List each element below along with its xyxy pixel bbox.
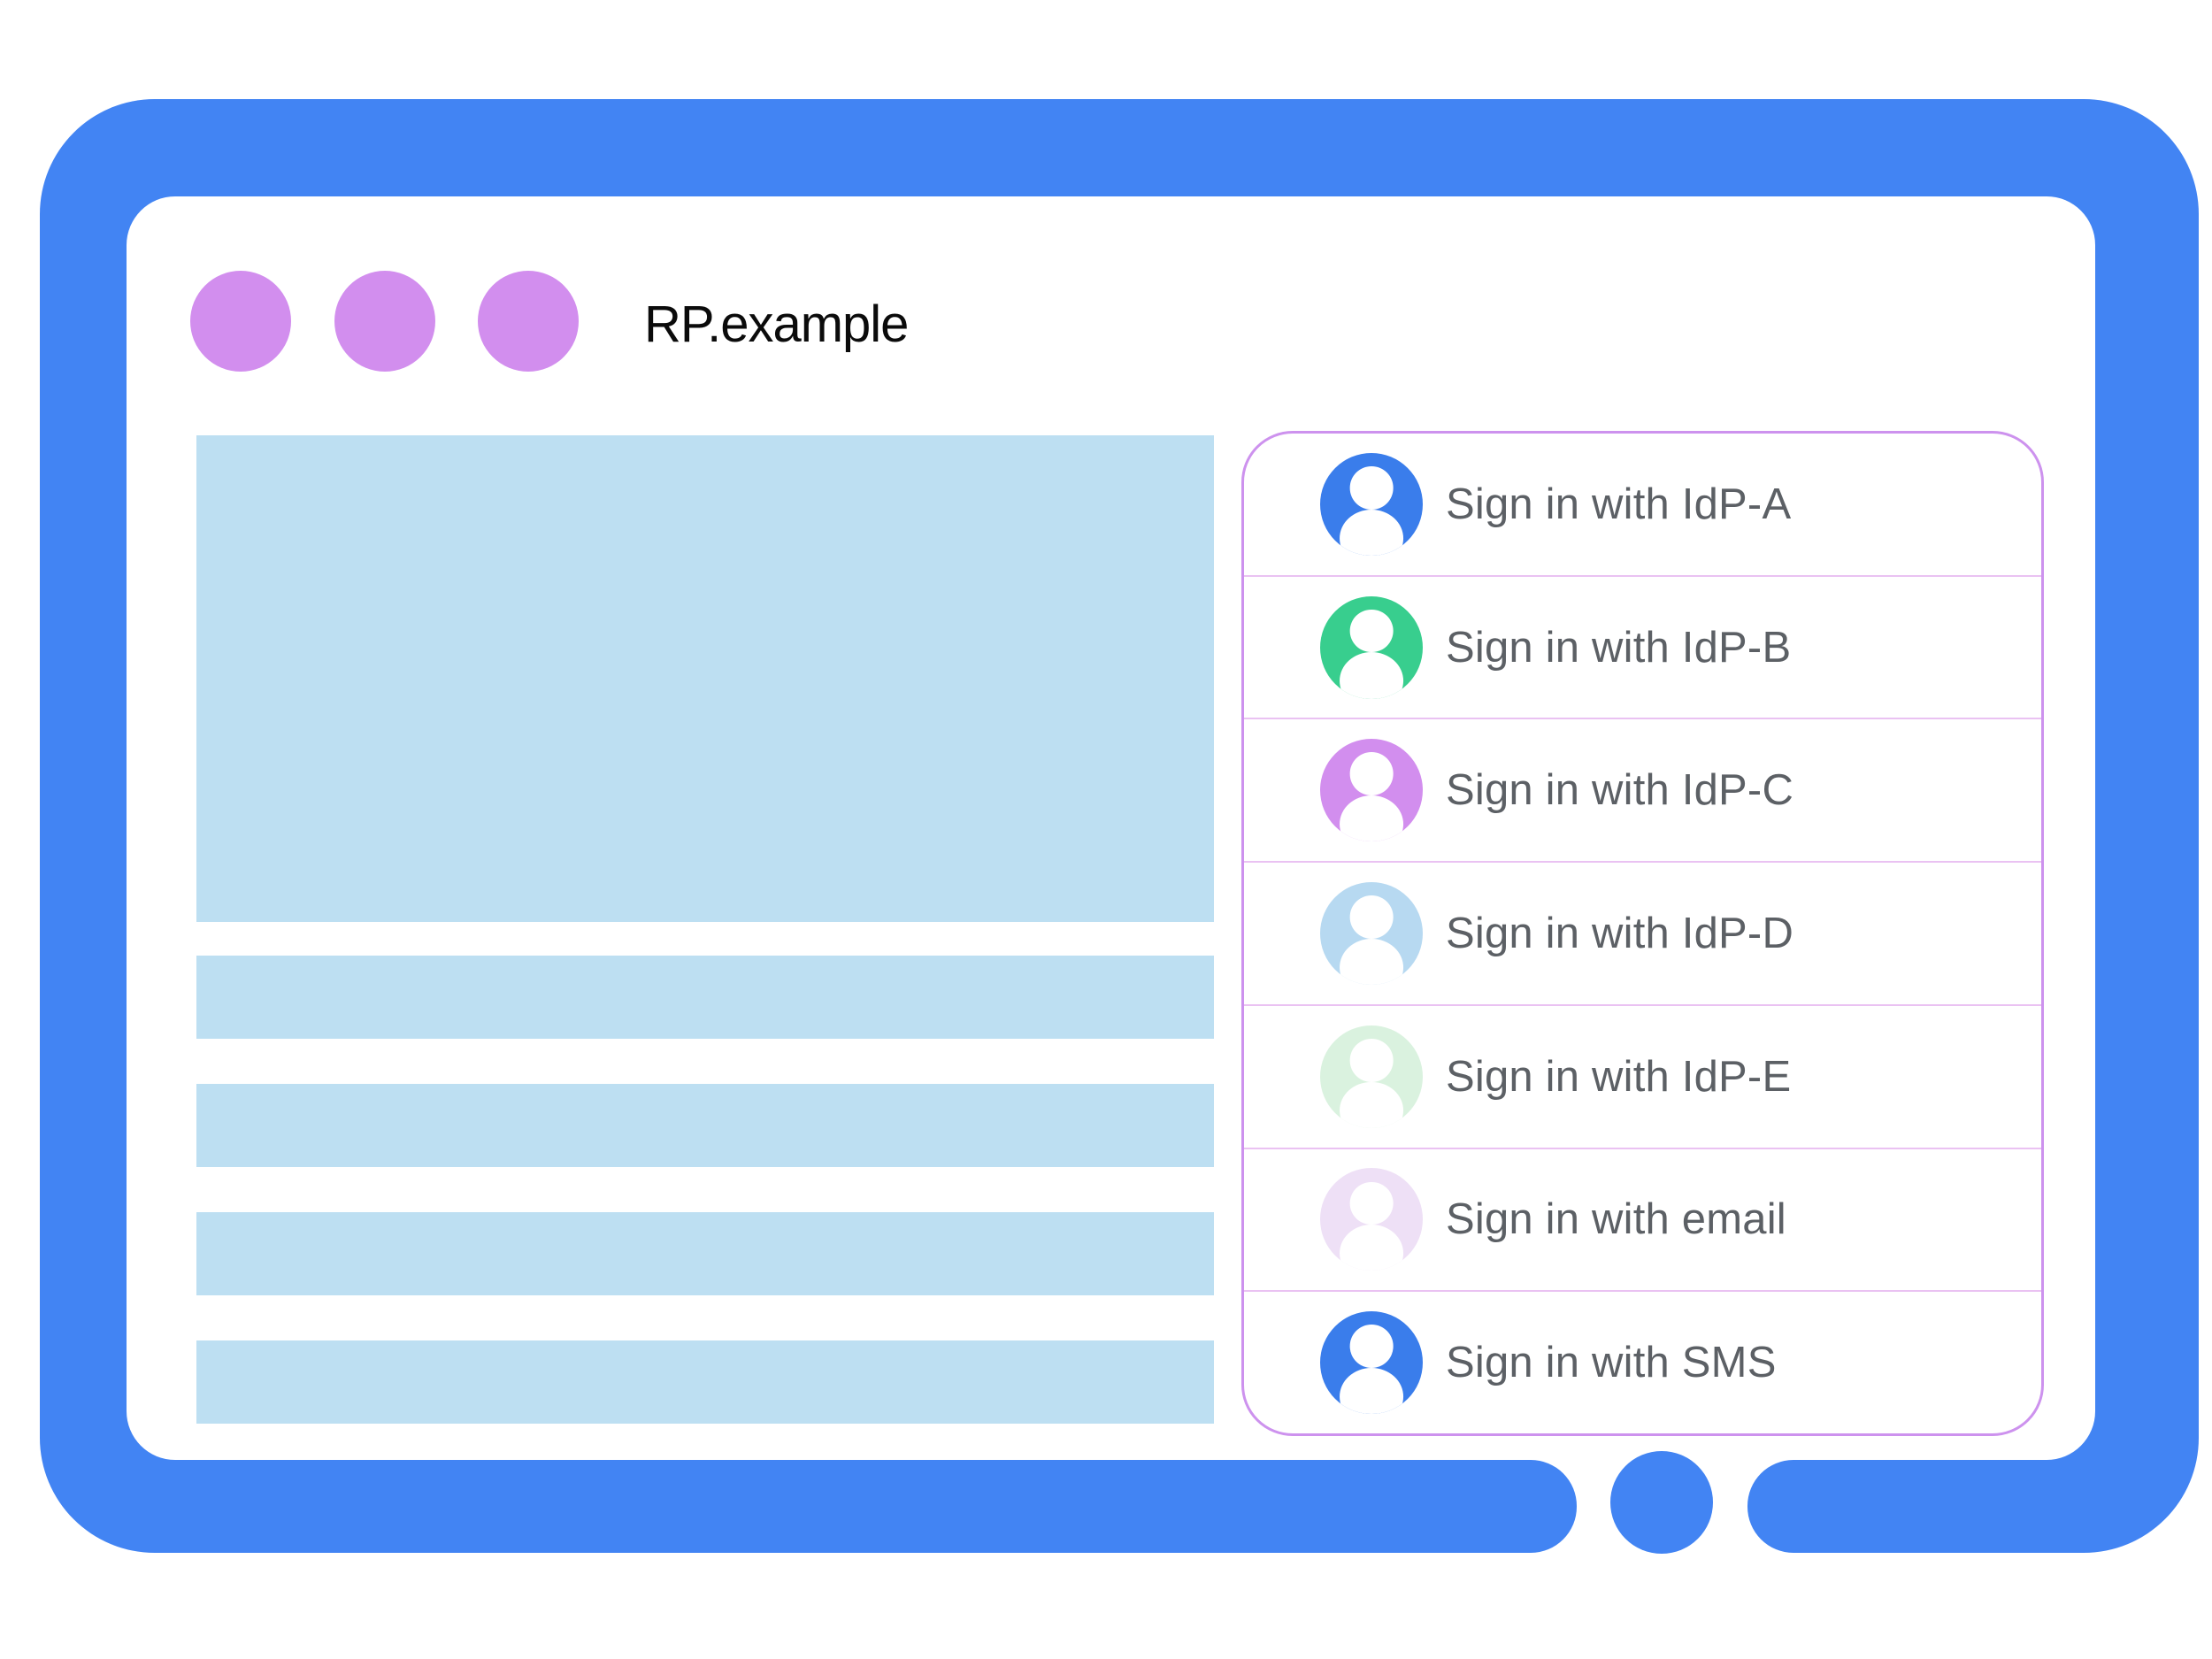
- signin-option-sms[interactable]: Sign in with SMS: [1244, 1290, 2041, 1433]
- user-avatar-icon: [1320, 882, 1423, 986]
- window-control-dot-3[interactable]: [478, 271, 579, 372]
- signin-option-label: Sign in with SMS: [1446, 1339, 1777, 1387]
- person-icon: [1349, 465, 1394, 510]
- signin-option-idp-a[interactable]: Sign in with IdP-A: [1244, 434, 2041, 575]
- content-placeholder-line-4: [196, 1340, 1214, 1424]
- user-avatar-icon: [1320, 595, 1423, 699]
- person-icon: [1349, 1038, 1394, 1082]
- person-icon: [1349, 1325, 1394, 1368]
- window-control-dot-1[interactable]: [190, 271, 291, 372]
- signin-option-idp-c[interactable]: Sign in with IdP-C: [1244, 718, 2041, 861]
- signin-option-label: Sign in with IdP-C: [1446, 766, 1794, 815]
- signin-option-idp-d[interactable]: Sign in with IdP-D: [1244, 861, 2041, 1004]
- signin-option-label: Sign in with email: [1446, 1195, 1786, 1244]
- person-icon: [1349, 1181, 1394, 1225]
- user-avatar-icon: [1320, 1025, 1423, 1128]
- content-placeholder-line-1: [196, 956, 1214, 1039]
- signin-option-label: Sign in with IdP-B: [1446, 623, 1792, 672]
- signin-option-label: Sign in with IdP-D: [1446, 910, 1794, 958]
- signin-option-label: Sign in with IdP-E: [1446, 1052, 1792, 1101]
- page-title: RP.example: [644, 296, 909, 353]
- user-avatar-icon: [1320, 1168, 1423, 1271]
- user-avatar-icon: [1320, 739, 1423, 842]
- browser-window: RP.example Sign in with IdP-A Sign in wi…: [127, 196, 2095, 1460]
- signin-option-idp-e[interactable]: Sign in with IdP-E: [1244, 1003, 2041, 1148]
- signin-option-idp-b[interactable]: Sign in with IdP-B: [1244, 574, 2041, 718]
- user-avatar-icon: [1320, 1311, 1423, 1415]
- signin-option-label: Sign in with IdP-A: [1446, 480, 1792, 528]
- window-control-dot-2[interactable]: [334, 271, 435, 372]
- bottom-notch-circle: [1610, 1451, 1713, 1554]
- content-placeholder-hero: [196, 435, 1214, 922]
- person-icon: [1349, 609, 1394, 653]
- laptop-frame: RP.example Sign in with IdP-A Sign in wi…: [40, 99, 2199, 1553]
- signin-dialog: Sign in with IdP-A Sign in with IdP-B Si…: [1241, 431, 2044, 1436]
- person-icon: [1349, 752, 1394, 796]
- signin-option-email[interactable]: Sign in with email: [1244, 1147, 2041, 1291]
- person-icon: [1349, 895, 1394, 939]
- user-avatar-icon: [1320, 452, 1423, 556]
- content-placeholder-line-2: [196, 1084, 1214, 1167]
- content-placeholder-line-3: [196, 1212, 1214, 1295]
